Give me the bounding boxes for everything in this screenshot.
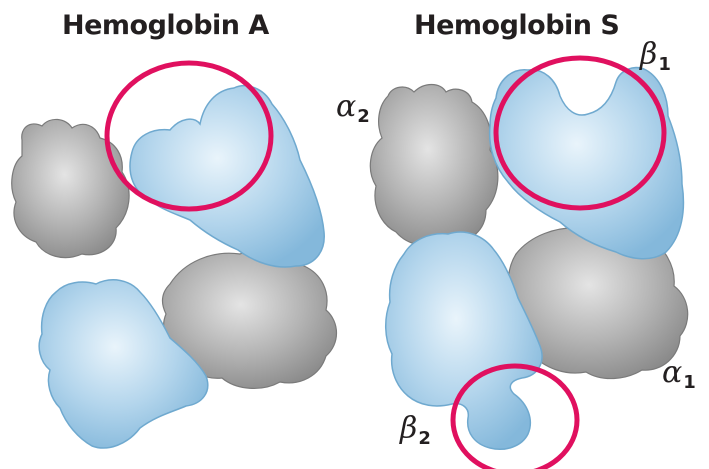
hemoglobin-s-title: Hemoglobin S — [414, 10, 619, 41]
alpha1-label: α1 — [662, 358, 696, 392]
hbs-alpha2 — [370, 85, 498, 247]
beta2-subscript: 2 — [418, 428, 431, 449]
alpha1-subscript: 1 — [683, 372, 696, 393]
alpha2-subscript: 2 — [357, 106, 370, 127]
beta2-label: β2 — [400, 414, 431, 448]
hba-beta-top-right — [130, 86, 324, 267]
beta1-label: β1 — [640, 40, 671, 74]
beta1-symbol: β — [640, 37, 657, 72]
beta1-subscript: 1 — [658, 54, 671, 75]
hemoglobin-a-molecule — [12, 86, 337, 448]
hba-alpha-top-left — [12, 119, 129, 257]
beta2-symbol: β — [400, 411, 417, 446]
hemoglobin-s-molecule — [370, 68, 687, 450]
hemoglobin-a-title: Hemoglobin A — [62, 10, 269, 41]
alpha1-symbol: α — [662, 355, 682, 390]
alpha2-symbol: α — [336, 89, 356, 124]
alpha2-label: α2 — [336, 92, 370, 126]
